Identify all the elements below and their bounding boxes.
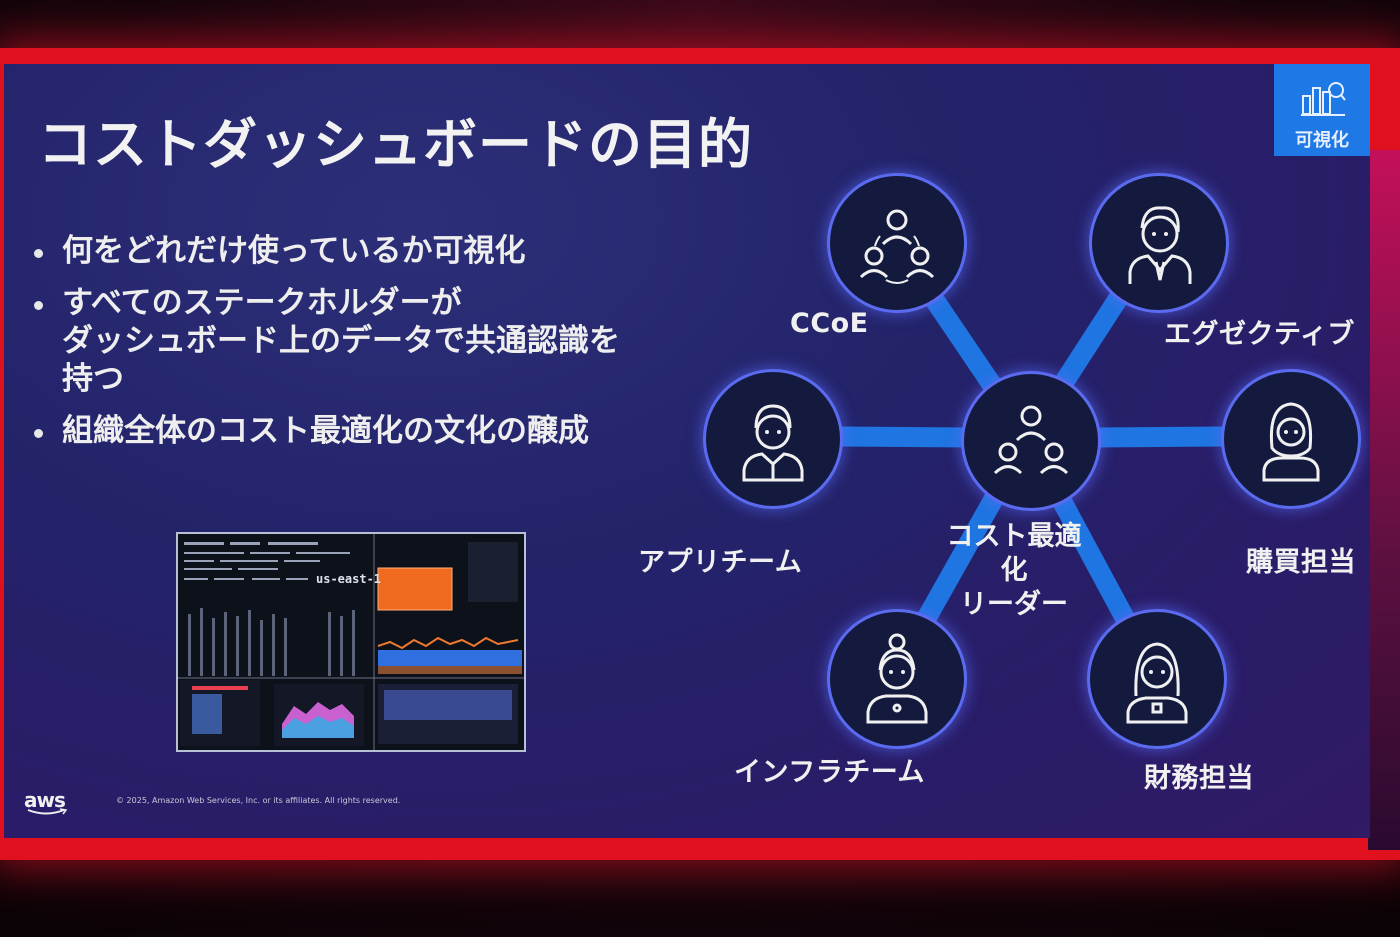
dashboard-screenshot: us-east-1 (176, 532, 526, 752)
node-executive (1089, 173, 1229, 313)
aws-smile-icon (27, 808, 68, 815)
bullet-dot (34, 429, 43, 438)
stage-light (1368, 150, 1400, 850)
copyright-notice: © 2025, Amazon Web Services, Inc. or its… (116, 796, 401, 805)
bullet-item: 何をどれだけ使っているか可視化 (34, 232, 714, 270)
center-label-line1: コスト最適化 (946, 521, 1082, 586)
team-icon (993, 405, 1069, 475)
node-label-finance: 財務担当 (1144, 763, 1254, 794)
node-label-infra-team: インフラチーム (734, 757, 925, 788)
bullet-list: 何をどれだけ使っているか可視化 すべてのステークホルダーが ダッシュボード上のデ… (34, 232, 714, 464)
node-app-team (703, 369, 843, 509)
developer-icon (742, 404, 804, 482)
node-cost-optimization-leader (961, 371, 1101, 511)
infra-engineer-icon (866, 633, 928, 724)
node-ccoe (827, 173, 967, 313)
node-infra-team (827, 609, 967, 749)
bullet-item: すべてのステークホルダーが ダッシュボード上のデータで共通認識を 持つ (34, 284, 714, 398)
node-label-executive: エグゼクティブ (1164, 319, 1355, 350)
center-node-label: コスト最適化 リーダー (934, 520, 1094, 622)
node-label-app-team: アプリチーム (638, 547, 803, 578)
dashboard-preview-graphic (178, 534, 524, 750)
node-label-ccoe: CCoE (790, 308, 869, 339)
region-label: us-east-1 (316, 572, 382, 586)
node-label-procurement: 購買担当 (1246, 547, 1356, 578)
bullet-item: 組織全体のコスト最適化の文化の醸成 (34, 412, 714, 450)
bullet-text: 組織全体のコスト最適化の文化の醸成 (62, 413, 589, 449)
team-icon (859, 209, 935, 284)
procurement-icon (1262, 402, 1320, 482)
bullet-text: すべてのステークホルダーが ダッシュボード上のデータで共通認識を 持つ (62, 285, 620, 397)
bullet-dot (34, 249, 43, 258)
analytics-icon (1301, 82, 1346, 116)
center-label-line2: リーダー (960, 589, 1068, 620)
badge-label: 可視化 (1295, 130, 1349, 151)
slide-title: コストダッシュボードの目的 (38, 113, 753, 176)
finance-icon (1126, 642, 1188, 724)
node-procurement (1221, 369, 1361, 509)
bullet-text: 何をどれだけ使っているか可視化 (62, 233, 526, 269)
executive-icon (1128, 206, 1192, 284)
node-finance (1087, 609, 1227, 749)
presentation-slide: コストダッシュボードの目的 可視化 何をどれだけ使っているか可視化 すべてのステ… (4, 64, 1370, 838)
category-badge: 可視化 (1274, 64, 1370, 156)
aws-logo: aws (24, 788, 66, 812)
bullet-dot (34, 301, 43, 310)
